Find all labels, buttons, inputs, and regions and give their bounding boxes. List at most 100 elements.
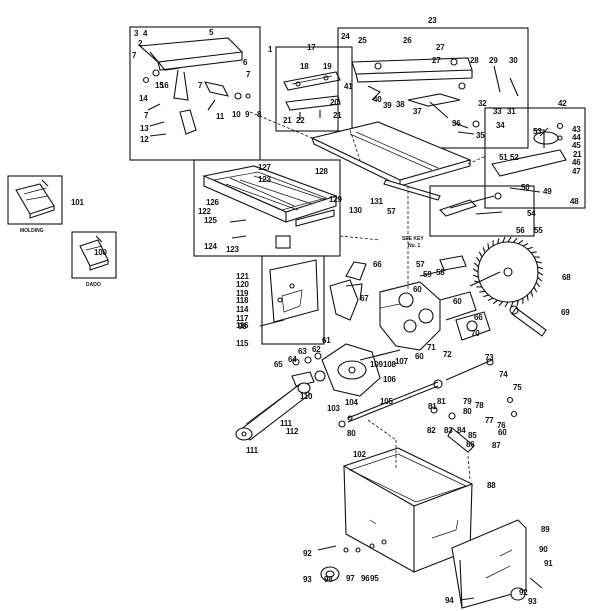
part-crank-handle xyxy=(509,305,547,337)
callout-115: 115 xyxy=(236,339,249,348)
callout-27: 27 xyxy=(436,43,445,52)
group-box-114 xyxy=(261,255,325,345)
callout-21: 21 xyxy=(573,150,582,159)
callout-85: 85 xyxy=(468,431,477,440)
callout-10: 10 xyxy=(232,110,241,119)
callout-7: 7 xyxy=(132,51,137,60)
callout-86: 86 xyxy=(466,440,475,449)
callout-66: 66 xyxy=(474,313,483,322)
callout-103: 103 xyxy=(327,404,340,413)
callout-56: 56 xyxy=(516,226,525,235)
part-key-wrench xyxy=(438,192,503,217)
part-fence-rail xyxy=(138,37,251,137)
callout-8: 8 xyxy=(257,110,262,119)
part-small-hardware xyxy=(292,352,543,601)
callout-29: 29 xyxy=(489,56,498,65)
callout-69: 69 xyxy=(561,308,570,317)
callout-7: 7 xyxy=(144,111,149,120)
callout-114: 114 xyxy=(236,305,249,314)
callout-116: 116 xyxy=(236,321,249,330)
callout-55: 55 xyxy=(534,226,543,235)
callout-4: 4 xyxy=(143,29,148,38)
part-table-extension xyxy=(202,165,338,249)
callout-127: 127 xyxy=(258,163,271,172)
callout-2: 2 xyxy=(138,39,143,48)
callout-64: 64 xyxy=(288,355,297,364)
callout-126: 126 xyxy=(206,198,219,207)
callout-83: 83 xyxy=(444,426,453,435)
callout-27: 27 xyxy=(432,56,441,65)
callout-40: 40 xyxy=(373,95,382,104)
callout-96: 96 xyxy=(361,574,370,583)
callout-51: 51 xyxy=(499,153,508,162)
callout-82: 82 xyxy=(427,426,436,435)
callout-7: 7 xyxy=(198,81,203,90)
callout-46: 46 xyxy=(572,158,581,167)
callout-100: 100 xyxy=(94,248,107,257)
callout-38: 38 xyxy=(396,100,405,109)
callout-107: 107 xyxy=(395,357,408,366)
callout-105: 105 xyxy=(380,397,393,406)
callout-94: 94 xyxy=(445,596,454,605)
group-box-101 xyxy=(7,175,63,225)
part-dado-head xyxy=(79,235,109,271)
callout-15: 15 xyxy=(155,81,164,90)
callout-70: 70 xyxy=(471,329,480,338)
callout-118: 118 xyxy=(236,296,249,305)
callout-34: 34 xyxy=(496,121,505,130)
callout-1: 1 xyxy=(268,45,273,54)
part-fence-assembly xyxy=(351,57,519,135)
callout-18: 18 xyxy=(300,62,309,71)
part-belt-pulley xyxy=(235,382,311,441)
callout-74: 74 xyxy=(499,370,508,379)
callout-131: 131 xyxy=(370,197,383,206)
callout-122: 122 xyxy=(198,207,211,216)
callout-60: 60 xyxy=(453,297,462,306)
callout-123: 123 xyxy=(226,245,239,254)
callout-44: 44 xyxy=(572,133,581,142)
callout-97: 97 xyxy=(346,574,355,583)
callout-23: 23 xyxy=(428,16,437,25)
group-box-17 xyxy=(275,46,353,132)
part-molding-head xyxy=(15,179,55,219)
callout-90: 90 xyxy=(539,545,548,554)
callout-49: 49 xyxy=(543,187,552,196)
part-blade-guard-arm xyxy=(491,122,567,193)
callout-21: 21 xyxy=(333,111,342,120)
callout-111: 111 xyxy=(246,446,258,455)
callout-22: 22 xyxy=(296,116,305,125)
callout-61: 61 xyxy=(322,336,331,345)
callout-104: 104 xyxy=(345,398,358,407)
callout-120: 120 xyxy=(236,280,249,289)
callout-60: 60 xyxy=(498,428,507,437)
callout-110: 110 xyxy=(300,392,313,401)
dashed-guides xyxy=(249,111,487,481)
callout-95: 95 xyxy=(370,574,379,583)
callout-111: 111 xyxy=(280,419,292,428)
callout-31: 31 xyxy=(507,107,516,116)
callout-81: 81 xyxy=(437,397,446,406)
callout-66: 66 xyxy=(373,260,382,269)
callout-12: 12 xyxy=(140,135,149,144)
callout-119: 119 xyxy=(236,289,249,298)
callout-98: 98 xyxy=(238,322,247,331)
callout-117: 117 xyxy=(236,314,249,323)
callout-5: 5 xyxy=(209,28,214,37)
callout-84: 84 xyxy=(457,426,466,435)
callout-88: 88 xyxy=(487,481,496,490)
callout-20: 20 xyxy=(330,98,339,107)
group-box-42 xyxy=(484,107,586,209)
callout-91: 91 xyxy=(544,559,553,568)
callout-21: 21 xyxy=(283,116,292,125)
callout-79: 79 xyxy=(463,397,472,406)
callout-92: 92 xyxy=(303,549,312,558)
callout-77: 77 xyxy=(485,416,494,425)
callout-47: 47 xyxy=(572,167,581,176)
callout-17: 17 xyxy=(307,43,316,52)
callout-58: 58 xyxy=(436,268,445,277)
callout-3: 3 xyxy=(134,29,139,38)
callout-13: 13 xyxy=(140,124,149,133)
caption-molding: MOLDING xyxy=(20,228,44,234)
callout-73: 73 xyxy=(485,353,494,362)
callout-76: 76 xyxy=(497,421,506,430)
